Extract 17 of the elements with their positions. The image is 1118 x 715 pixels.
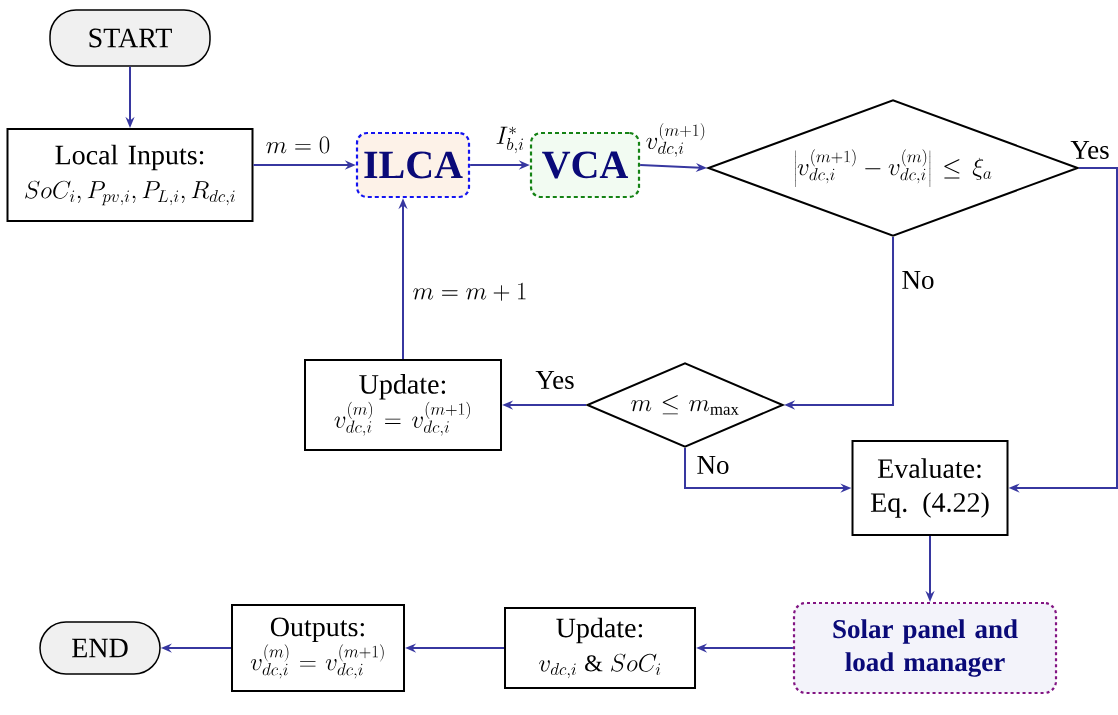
process-box: Outputs: $v_{dc,i}^{(m)} = v_{dc,i}^{(m+1)}$ — [231, 604, 405, 692]
process-box: Local Inputs: $SoC_i, P_{pv,i}, P_{L,i}, R_{dc,i}$ — [6, 128, 254, 222]
dashed-process-box: Solar panel and load manager — [792, 601, 1058, 695]
edge-label: $m = m + 1$ — [411, 282, 529, 302]
start-end-terminal: START — [49, 9, 211, 67]
edge-label: No — [900, 270, 936, 290]
edge-label: $m = 0$ — [264, 136, 332, 154]
process-box: Update: $v_{dc,i}^{(m)} = v_{dc,i}^{(m+1)}$ — [304, 359, 502, 451]
edge-label: $v_{dc,i}^{(m+1)}$ — [644, 121, 708, 159]
process-box: Update: $v_{dc,i} \mathbin{\&} SoC_i$ — [504, 607, 696, 689]
dashed-process-box: ILCA — [355, 131, 471, 199]
start-end-terminal: END — [39, 621, 161, 675]
edge-label: No — [695, 455, 731, 475]
dashed-process-box: VCA — [529, 131, 641, 199]
edge-label: Yes — [534, 370, 576, 390]
process-box: Evaluate: Eq. (4.22) — [851, 440, 1009, 536]
edge-label: $I_{b,i}^{*}$ — [494, 125, 526, 155]
